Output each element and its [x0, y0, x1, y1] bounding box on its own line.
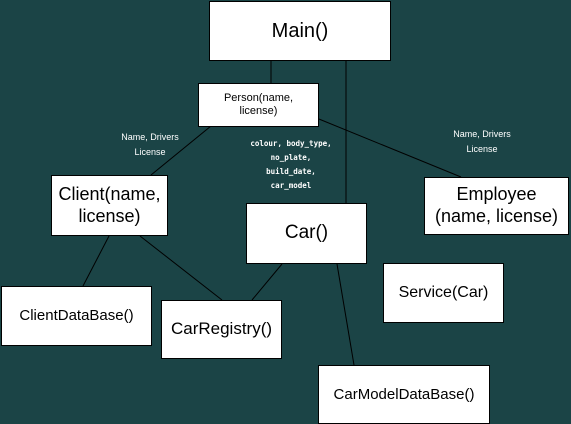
- car-model-database-node[interactable]: CarModelDataBase(): [318, 365, 490, 424]
- edge-client-clientdatabase: [82, 235, 110, 287]
- edge-car-carregistry: [251, 263, 283, 301]
- car-registry-node[interactable]: CarRegistry(): [161, 300, 282, 359]
- car-attributes-label: colour, body_type, no_plate, build_date,…: [250, 139, 332, 190]
- edge-person-client: [150, 125, 212, 176]
- person-client-edge-label: Name, Drivers License: [121, 132, 179, 157]
- person-employee-edge-label: Name, Drivers License: [453, 129, 511, 154]
- edge-car-carmodeldatabase: [336, 263, 355, 366]
- employee-node[interactable]: Employee (name, license): [424, 177, 569, 235]
- client-node[interactable]: Client(name, license): [51, 175, 168, 236]
- service-node[interactable]: Service(Car): [383, 263, 504, 323]
- person-node[interactable]: Person(name, license): [198, 83, 319, 127]
- edge-client-carregistry: [139, 235, 223, 301]
- client-database-node[interactable]: ClientDataBase(): [1, 286, 152, 346]
- main-node[interactable]: Main(): [209, 1, 391, 61]
- car-node[interactable]: Car(): [246, 203, 367, 264]
- edge-person-employee: [313, 116, 462, 178]
